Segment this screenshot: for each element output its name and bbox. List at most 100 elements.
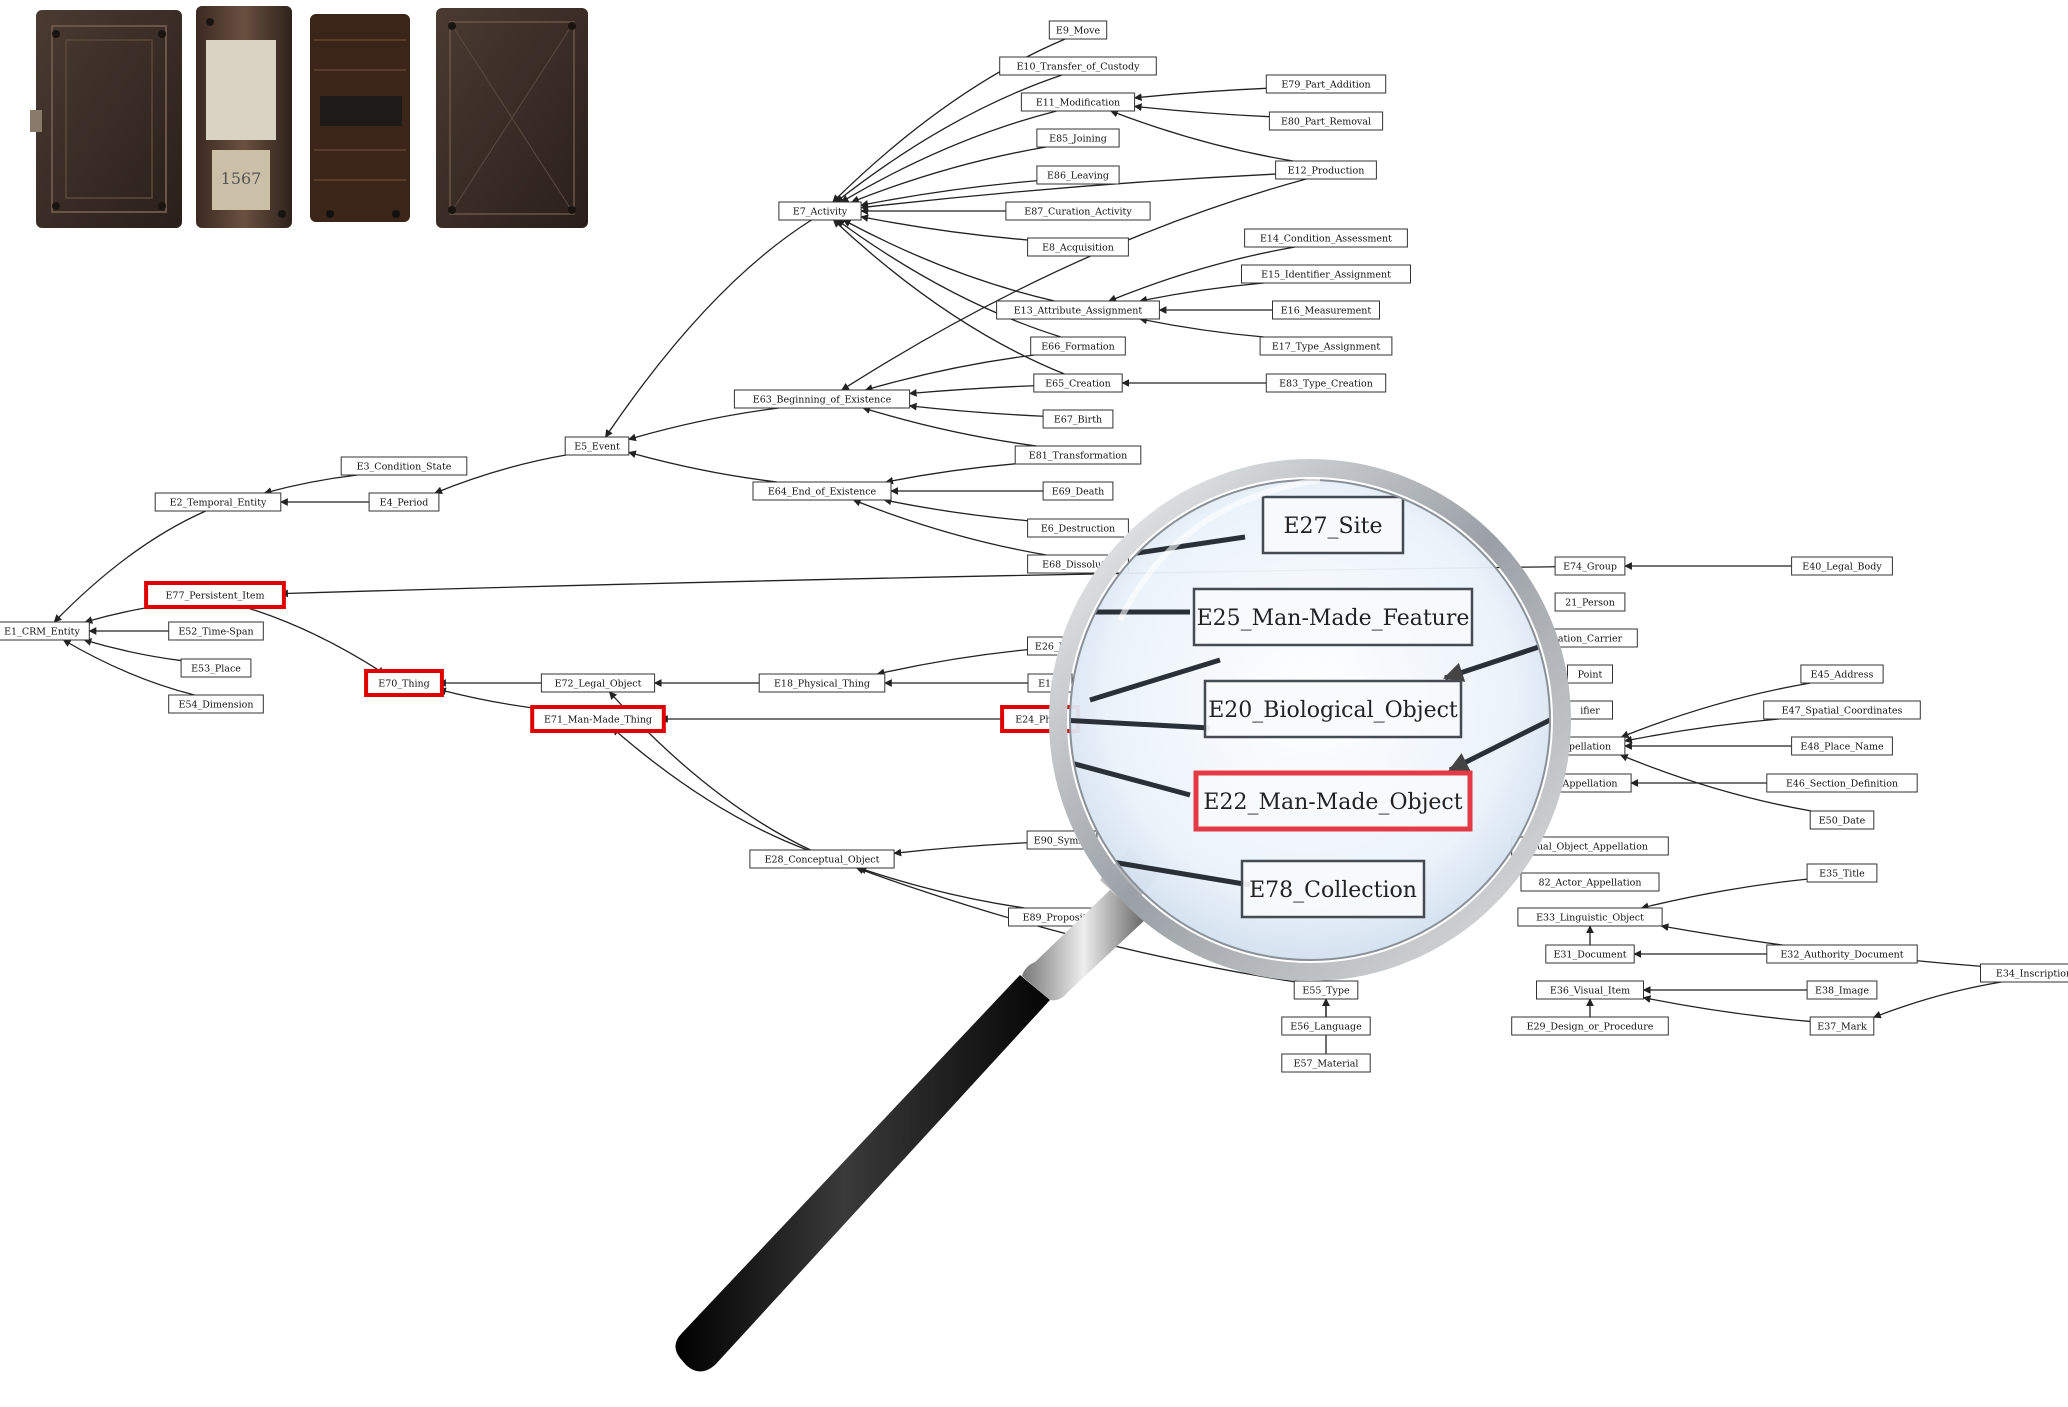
node-e46[interactable]: E46_Section_Definition	[1767, 774, 1917, 792]
node-e54[interactable]: E54_Dimension	[169, 695, 264, 713]
node-e17[interactable]: E17_Type_Assignment	[1260, 337, 1392, 355]
edge-E26-to-E18	[877, 650, 1027, 674]
node-e18[interactable]: E18_Physical_Thing	[759, 674, 885, 692]
node-label: E34_Inscription	[1996, 969, 2068, 980]
node-e2[interactable]: E2_Temporal_Entity	[155, 493, 281, 511]
edge-E8-to-E7	[861, 217, 1028, 240]
node-e71[interactable]: E71_Man-Made_Thing	[532, 707, 664, 731]
node-e56[interactable]: E56_Language	[1282, 1017, 1370, 1035]
node-e81[interactable]: E81_Transformation	[1015, 446, 1141, 464]
node-e85[interactable]: E85_Joining	[1037, 129, 1119, 147]
node-e28[interactable]: E28_Conceptual_Object	[750, 850, 894, 868]
node-e35[interactable]: E35_Title	[1807, 864, 1877, 882]
node-e86[interactable]: E86_Leaving	[1037, 166, 1119, 184]
node-label: E64_End_of_Existence	[768, 487, 877, 498]
node-label: E5_Event	[574, 442, 620, 453]
edge-E28-to-E71	[612, 728, 807, 850]
node-e42p[interactable]: ifier	[1568, 701, 1613, 719]
node-e8[interactable]: E8_Acquisition	[1028, 238, 1129, 256]
node-e3[interactable]: E3_Condition_State	[341, 457, 467, 475]
node-e70[interactable]: E70_Thing	[366, 671, 442, 695]
node-e53[interactable]: E53_Place	[181, 659, 251, 677]
node-label: E52_Time-Span	[178, 627, 253, 638]
node-e44p[interactable]: Point	[1568, 665, 1613, 683]
node-label: E77_Persistent_Item	[165, 591, 264, 602]
magnified-node-e22[interactable]: E22_Man-Made_Object	[1196, 773, 1470, 829]
node-label: E66_Formation	[1041, 342, 1114, 353]
node-label: sual_Object_Appellation	[1532, 842, 1648, 853]
magnified-node-e27[interactable]: E27_Site	[1263, 497, 1403, 553]
node-e80[interactable]: E80_Part_Removal	[1269, 112, 1382, 130]
magnifying-glass-icon: E27_SiteE25_Man-Made_FeatureE20_Biologic…	[675, 468, 1562, 1372]
magnified-node-e20[interactable]: E20_Biological_Object	[1205, 681, 1461, 737]
node-e72[interactable]: E72_Legal_Object	[541, 674, 654, 692]
node-e87[interactable]: E87_Curation_Activity	[1006, 202, 1150, 220]
node-e9[interactable]: E9_Move	[1049, 21, 1106, 39]
node-e55[interactable]: E55_Type	[1294, 981, 1358, 999]
node-e83[interactable]: E83_Type_Creation	[1266, 374, 1385, 392]
node-label: 82_Actor_Appellation	[1539, 878, 1642, 889]
node-label: E45_Address	[1811, 670, 1874, 681]
node-label: E65_Creation	[1045, 379, 1111, 390]
node-e47[interactable]: E47_Spatial_Coordinates	[1764, 701, 1921, 719]
node-e50[interactable]: E50_Date	[1810, 811, 1874, 829]
edge-E12-to-E11	[1111, 111, 1293, 161]
node-label: ation_Carrier	[1558, 634, 1623, 645]
node-e64[interactable]: E64_End_of_Existence	[753, 482, 891, 500]
node-label: E69_Death	[1052, 487, 1105, 498]
node-label: E32_Authority_Document	[1780, 950, 1903, 961]
node-e32[interactable]: E32_Authority_Document	[1767, 945, 1917, 963]
node-e12[interactable]: E12_Production	[1276, 161, 1377, 179]
node-e36[interactable]: E36_Visual_Item	[1537, 981, 1644, 999]
node-e4[interactable]: E4_Period	[369, 493, 439, 511]
node-label: E72_Legal_Object	[555, 679, 642, 690]
node-label: E12_Production	[1288, 166, 1365, 177]
node-e1[interactable]: E1_CRM_Entity	[0, 622, 89, 640]
magnified-node-e78[interactable]: E78_Collection	[1242, 861, 1424, 917]
node-e10[interactable]: E10_Transfer_of_Custody	[1000, 57, 1157, 75]
node-e63[interactable]: E63_Beginning_of_Existence	[734, 390, 909, 408]
node-label: E37_Mark	[1817, 1022, 1867, 1033]
node-e82[interactable]: 82_Actor_Appellation	[1521, 873, 1659, 891]
node-e38[interactable]: E38_Image	[1807, 981, 1877, 999]
node-e37[interactable]: E37_Mark	[1810, 1017, 1874, 1035]
node-e33[interactable]: E33_Linguistic_Object	[1518, 908, 1662, 926]
node-e74[interactable]: E74_Group	[1555, 557, 1625, 575]
node-e65[interactable]: E65_Creation	[1034, 374, 1122, 392]
node-label: E63_Beginning_of_Existence	[753, 395, 892, 406]
node-label: E57_Material	[1294, 1059, 1359, 1070]
edge-E17-to-E13	[1140, 319, 1264, 337]
node-e52[interactable]: E52_Time-Span	[169, 622, 264, 640]
node-label: E54_Dimension	[179, 700, 254, 711]
node-e6[interactable]: E6_Destruction	[1028, 519, 1129, 537]
node-e21[interactable]: 21_Person	[1555, 593, 1625, 611]
node-e5[interactable]: E5_Event	[565, 437, 629, 455]
node-label: E8_Acquisition	[1042, 243, 1114, 254]
node-e14[interactable]: E14_Condition_Assessment	[1245, 229, 1408, 247]
node-e13[interactable]: E13_Attribute_Assignment	[997, 301, 1160, 319]
node-e69[interactable]: E69_Death	[1043, 482, 1113, 500]
edge-E63-to-E5	[629, 408, 779, 439]
node-e48[interactable]: E48_Place_Name	[1792, 737, 1893, 755]
node-e67[interactable]: E67_Birth	[1043, 410, 1113, 428]
node-e15[interactable]: E15_Identifier_Assignment	[1242, 265, 1411, 283]
magnified-node-e25[interactable]: E25_Man-Made_Feature	[1194, 589, 1472, 645]
edge-E3-to-E2	[265, 475, 358, 493]
node-label: E1_CRM_Entity	[4, 627, 80, 638]
node-e29[interactable]: E29_Design_or_Procedure	[1512, 1017, 1669, 1035]
node-e16[interactable]: E16_Measurement	[1273, 301, 1380, 319]
node-e57[interactable]: E57_Material	[1282, 1054, 1370, 1072]
edge-E11-to-E7	[841, 111, 1056, 202]
node-e7[interactable]: E7_Activity	[779, 202, 861, 220]
node-e77[interactable]: E77_Persistent_Item	[146, 583, 284, 607]
node-e79[interactable]: E79_Part_Addition	[1266, 75, 1385, 93]
book-fore-edge-photo	[310, 14, 410, 222]
node-e31[interactable]: E31_Document	[1546, 945, 1634, 963]
node-e45[interactable]: E45_Address	[1801, 665, 1883, 683]
node-e34[interactable]: E34_Inscription	[1981, 964, 2068, 982]
node-e40[interactable]: E40_Legal_Body	[1792, 557, 1893, 575]
node-label: E50_Date	[1819, 816, 1866, 827]
node-label: E31_Document	[1553, 950, 1626, 961]
node-e66[interactable]: E66_Formation	[1031, 337, 1126, 355]
node-e11[interactable]: E11_Modification	[1021, 93, 1134, 111]
